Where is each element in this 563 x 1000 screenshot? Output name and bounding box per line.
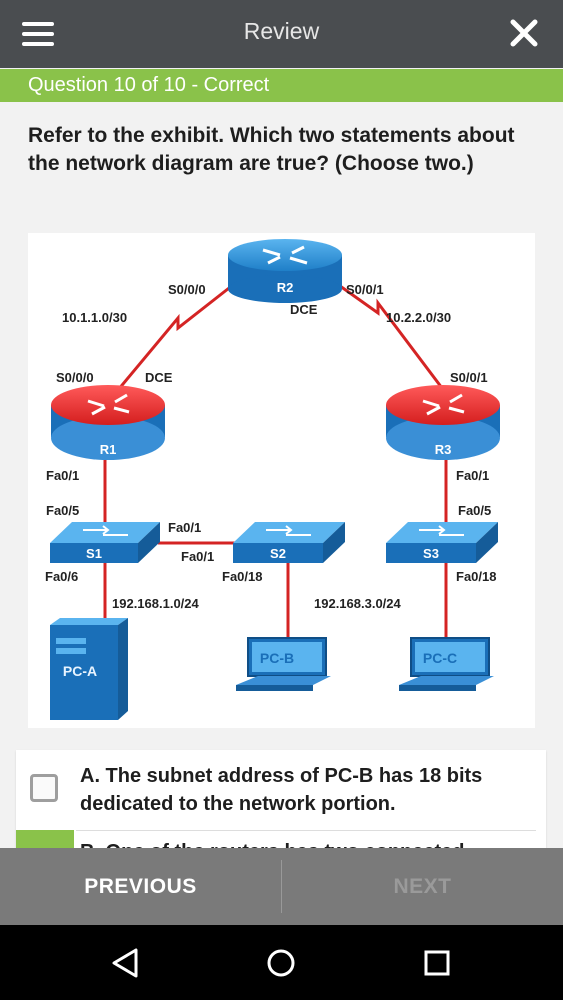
router-r1: R1 — [51, 385, 165, 460]
switch-s2-label: S2 — [270, 546, 286, 561]
label-s2-fa01: Fa0/1 — [181, 549, 214, 564]
pc-c-label: PC-C — [423, 650, 457, 666]
footer-divider — [281, 860, 282, 913]
next-button[interactable]: NEXT — [393, 875, 452, 898]
router-r2-label: R2 — [277, 280, 294, 295]
label-net-wan1: 10.1.1.0/30 — [62, 310, 127, 325]
switch-s1-label: S1 — [86, 546, 102, 561]
back-icon[interactable] — [108, 945, 144, 981]
recents-icon[interactable] — [419, 945, 455, 981]
label-r2-dce: DCE — [290, 302, 318, 317]
router-r3-label: R3 — [435, 442, 452, 457]
network-exhibit-image: R2 R1 R3 — [28, 233, 535, 728]
label-net-lan1: 192.168.1.0/24 — [112, 596, 200, 611]
label-s1-fa01: Fa0/1 — [168, 520, 201, 535]
footer-nav: PREVIOUS NEXT — [0, 848, 563, 925]
answer-a-text[interactable]: A. The subnet address of PC-B has 18 bit… — [80, 765, 483, 815]
wan-link-r2-r3 — [332, 279, 450, 397]
switch-s3-label: S3 — [423, 546, 439, 561]
answer-a-checkbox[interactable] — [30, 774, 58, 802]
page-title: Review — [243, 18, 320, 44]
answer-b-correct-marker[interactable] — [16, 830, 74, 848]
label-s3-fa018: Fa0/18 — [456, 569, 496, 584]
question-content: Refer to the exhibit. Which two statemen… — [0, 102, 563, 848]
answer-divider — [76, 830, 536, 831]
label-r1-s000: S0/0/0 — [56, 370, 94, 385]
label-s1-fa05: Fa0/5 — [46, 503, 79, 518]
label-r2-s001: S0/0/1 — [346, 282, 384, 297]
router-r2: R2 — [228, 239, 342, 303]
pc-a: PC-A — [50, 618, 128, 720]
system-nav-bar — [0, 925, 563, 1000]
switch-s2: S2 — [233, 522, 345, 563]
question-status-bar: Question 10 of 10 - Correct — [0, 69, 563, 102]
label-r2-s000: S0/0/0 — [168, 282, 206, 297]
label-s1-fa06: Fa0/6 — [45, 569, 78, 584]
previous-button[interactable]: PREVIOUS — [84, 875, 197, 898]
wan-link-r1-r2 — [111, 279, 239, 397]
pc-c: PC-C — [399, 637, 494, 691]
network-diagram: R2 R1 R3 — [45, 239, 500, 720]
close-icon[interactable] — [507, 16, 541, 50]
label-r3-s001: S0/0/1 — [450, 370, 488, 385]
app-header: Review — [0, 0, 563, 68]
switch-s3: S3 — [386, 522, 498, 563]
question-text: Refer to the exhibit. Which two statemen… — [28, 124, 515, 175]
question-status-label: Question 10 of 10 - Correct — [28, 74, 270, 96]
label-s2-fa018: Fa0/18 — [222, 569, 262, 584]
label-r3-fa01: Fa0/1 — [456, 468, 489, 483]
label-r1-dce: DCE — [145, 370, 173, 385]
pc-a-label: PC-A — [63, 663, 97, 679]
answer-list: A. The subnet address of PC-B has 18 bit… — [16, 750, 546, 848]
label-r1-fa01: Fa0/1 — [46, 468, 79, 483]
router-r3: R3 — [386, 385, 500, 460]
label-net-wan2: 10.2.2.0/30 — [386, 310, 451, 325]
router-r1-label: R1 — [100, 442, 117, 457]
pc-b: PC-B — [236, 637, 331, 691]
hamburger-icon[interactable] — [22, 22, 54, 48]
answer-b-text[interactable]: B. One of the routers has two connected — [80, 838, 540, 848]
pc-b-label: PC-B — [260, 650, 294, 666]
home-icon[interactable] — [263, 945, 299, 981]
switch-s1: S1 — [50, 522, 160, 563]
label-net-lan3: 192.168.3.0/24 — [314, 596, 402, 611]
label-s3-fa05: Fa0/5 — [458, 503, 491, 518]
